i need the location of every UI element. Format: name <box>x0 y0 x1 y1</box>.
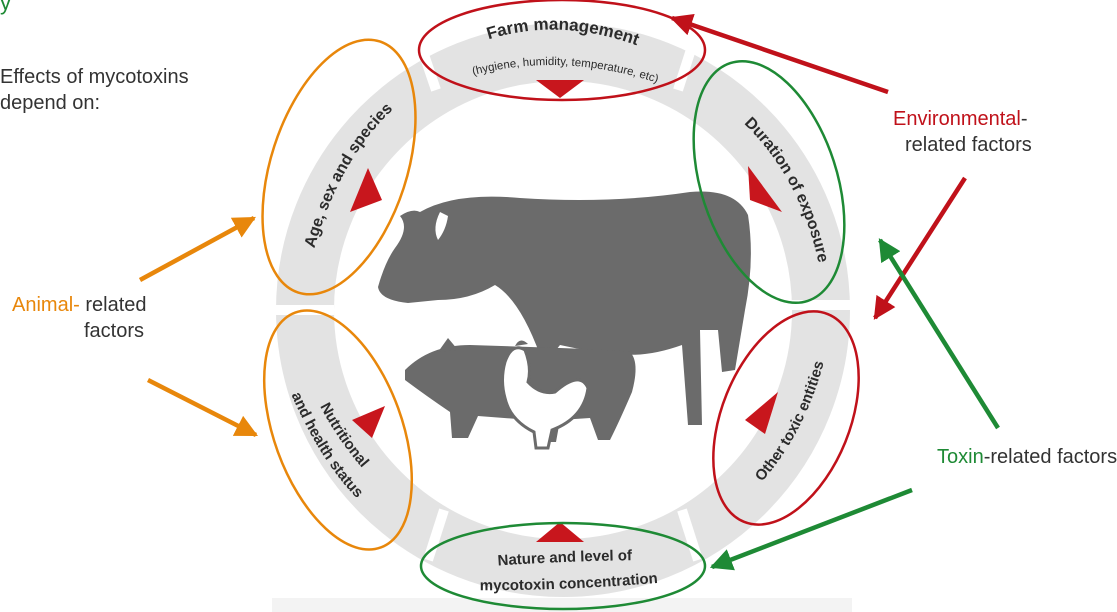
toxin-highlight: Toxin <box>937 446 984 468</box>
animal-highlight: Animal- <box>12 294 80 316</box>
environmental-rest: - <box>1021 108 1028 130</box>
animals-illustration <box>378 191 751 448</box>
environmental-line-2: related factors <box>893 132 1032 158</box>
animal-rest: related <box>80 294 147 316</box>
animal-factors-label: Animal- related factors <box>12 292 147 344</box>
marker-nature <box>536 522 584 542</box>
arrow-animal-to-nutritional <box>148 380 256 435</box>
marker-farm <box>536 80 584 98</box>
animal-line-2: factors <box>12 318 147 344</box>
intro-text: Effects of mycotoxins depend on: <box>0 64 189 116</box>
environmental-factors-label: Environmental- related factors <box>893 106 1032 158</box>
intro-line-1: Effects of mycotoxins <box>0 64 189 90</box>
intro-line-2: depend on: <box>0 90 189 116</box>
arrow-env-to-other <box>875 178 965 318</box>
toxin-rest: -related factors <box>984 446 1117 468</box>
arrow-animal-to-age <box>140 218 254 280</box>
toxin-factors-label: Toxin-related factors <box>937 444 1117 470</box>
title-fragment: y <box>0 0 11 16</box>
environmental-highlight: Environmental <box>893 108 1021 130</box>
arrow-toxin-to-duration <box>880 240 998 428</box>
